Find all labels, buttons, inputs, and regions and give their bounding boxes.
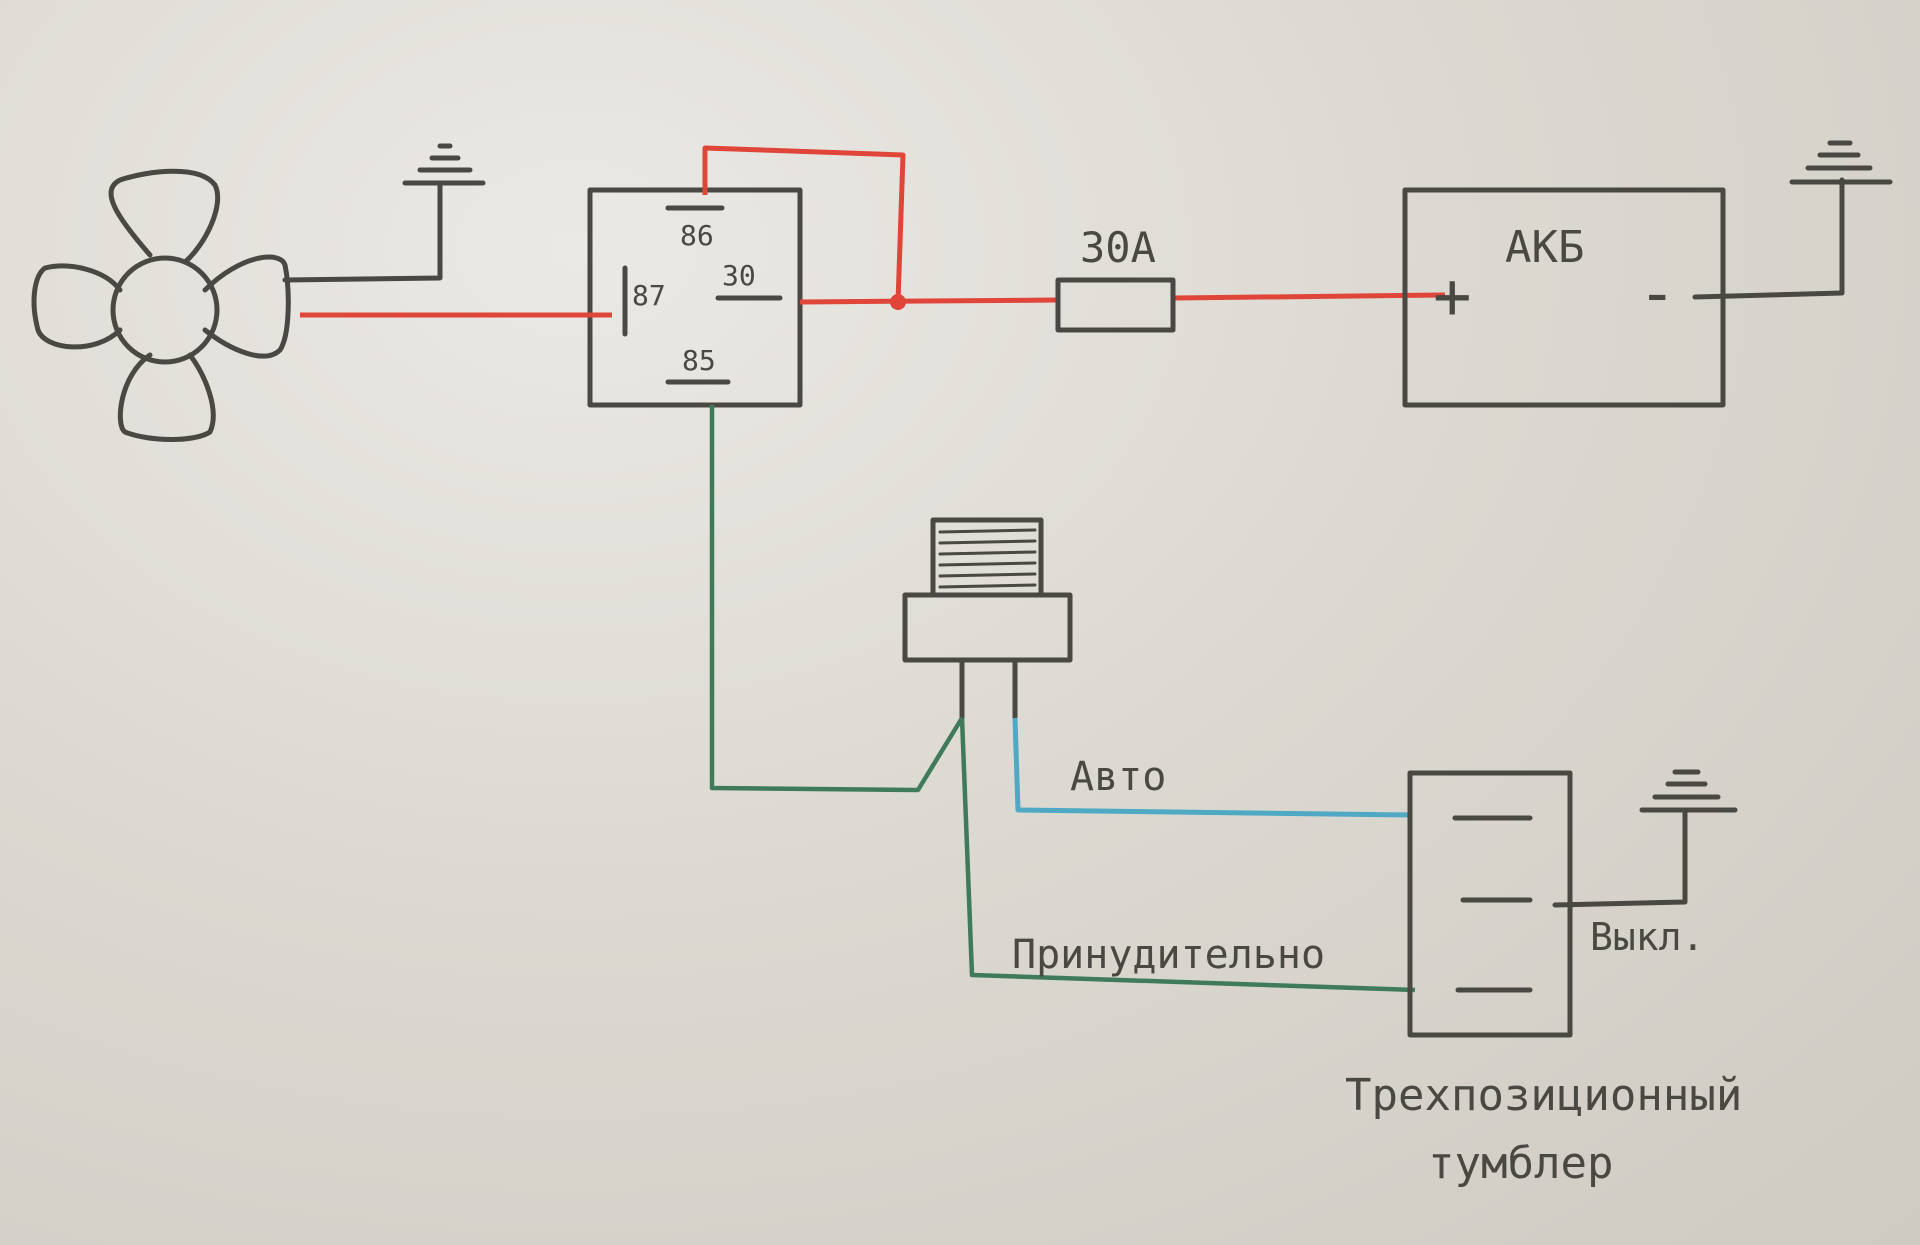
auto-wire bbox=[1012, 717, 1413, 818]
toggle-off-label: Выкл. bbox=[1590, 915, 1704, 959]
toggle-switch: Авто Выкл. Принудительно Трехпозиционный… bbox=[1012, 754, 1742, 1189]
relay-pin-87-label: 87 bbox=[632, 279, 666, 312]
power-wires bbox=[300, 145, 1446, 318]
relay-pin-85-label: 85 bbox=[682, 344, 716, 377]
fuse-rating-label: 30A bbox=[1080, 223, 1156, 272]
fuse: 30A bbox=[1055, 223, 1176, 333]
temperature-sensor bbox=[902, 517, 1073, 721]
toggle-caption-line1: Трехпозиционный bbox=[1345, 1070, 1742, 1121]
battery-minus-terminal: - bbox=[1638, 257, 1677, 331]
toggle-forced-label: Принудительно bbox=[1012, 932, 1325, 978]
fan-ground bbox=[282, 143, 486, 283]
relay: 86 87 30 85 bbox=[587, 187, 803, 408]
fan-icon bbox=[31, 168, 291, 442]
relay-pin-30-label: 30 bbox=[722, 259, 756, 292]
junction-dot bbox=[890, 294, 906, 310]
control-wires bbox=[709, 405, 1416, 993]
battery: АКБ + - bbox=[1402, 140, 1893, 408]
toggle-caption-line2: тумблер bbox=[1428, 1138, 1613, 1189]
toggle-auto-label: Авто bbox=[1070, 754, 1166, 800]
battery-plus-terminal: + bbox=[1433, 260, 1472, 334]
battery-label: АКБ bbox=[1505, 222, 1584, 273]
relay-pin-86-label: 86 bbox=[680, 219, 714, 252]
